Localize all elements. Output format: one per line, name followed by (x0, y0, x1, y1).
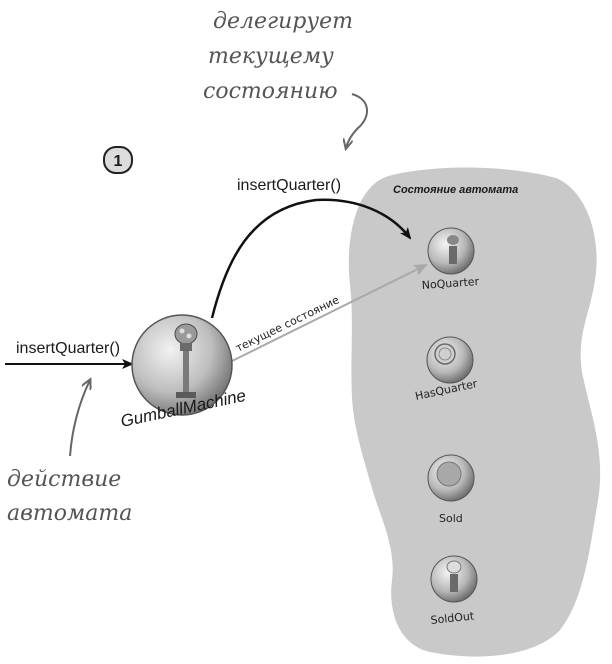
coin-icon (434, 343, 456, 365)
states-panel (348, 167, 601, 657)
annotation-action-line-1: действие (7, 467, 121, 492)
annotation-delegates: делегирует текущему состоянию (203, 9, 368, 148)
state-node-noquarter: NoQuarter (421, 227, 480, 292)
annotation-line-1: делегирует (213, 9, 353, 34)
step-badge: 1 (103, 146, 133, 174)
delegate-arrow (210, 198, 412, 319)
annotation-arrow (346, 93, 368, 148)
annotation-action-arrow (69, 380, 90, 457)
call-label-left: insertQuarter() (16, 340, 120, 357)
states-panel-title: Состояние автомата (393, 184, 518, 196)
step-number: 1 (114, 153, 123, 170)
gumball-machine-node (131, 314, 233, 416)
annotation-line-3: состоянию (203, 79, 338, 104)
current-state-arrow (231, 264, 428, 362)
state-node-soldout: SoldOut (430, 555, 478, 627)
gumball-machine-icon (447, 235, 459, 264)
call-label-top: insertQuarter() (237, 177, 341, 194)
state-label-noquarter: NoQuarter (421, 275, 480, 292)
state-label-soldout: SoldOut (430, 609, 475, 627)
current-state-label: текущее состояние (234, 293, 342, 355)
annotation-action: действие автомата (7, 380, 132, 526)
gumball-icon (436, 461, 462, 487)
state-label-sold: Sold (439, 512, 463, 525)
state-node-sold: Sold (427, 454, 475, 525)
annotation-action-line-2: автомата (7, 501, 132, 526)
annotation-line-2: текущему (208, 44, 334, 69)
empty-machine-icon (446, 560, 462, 592)
gumball-machine-icon (174, 323, 198, 398)
